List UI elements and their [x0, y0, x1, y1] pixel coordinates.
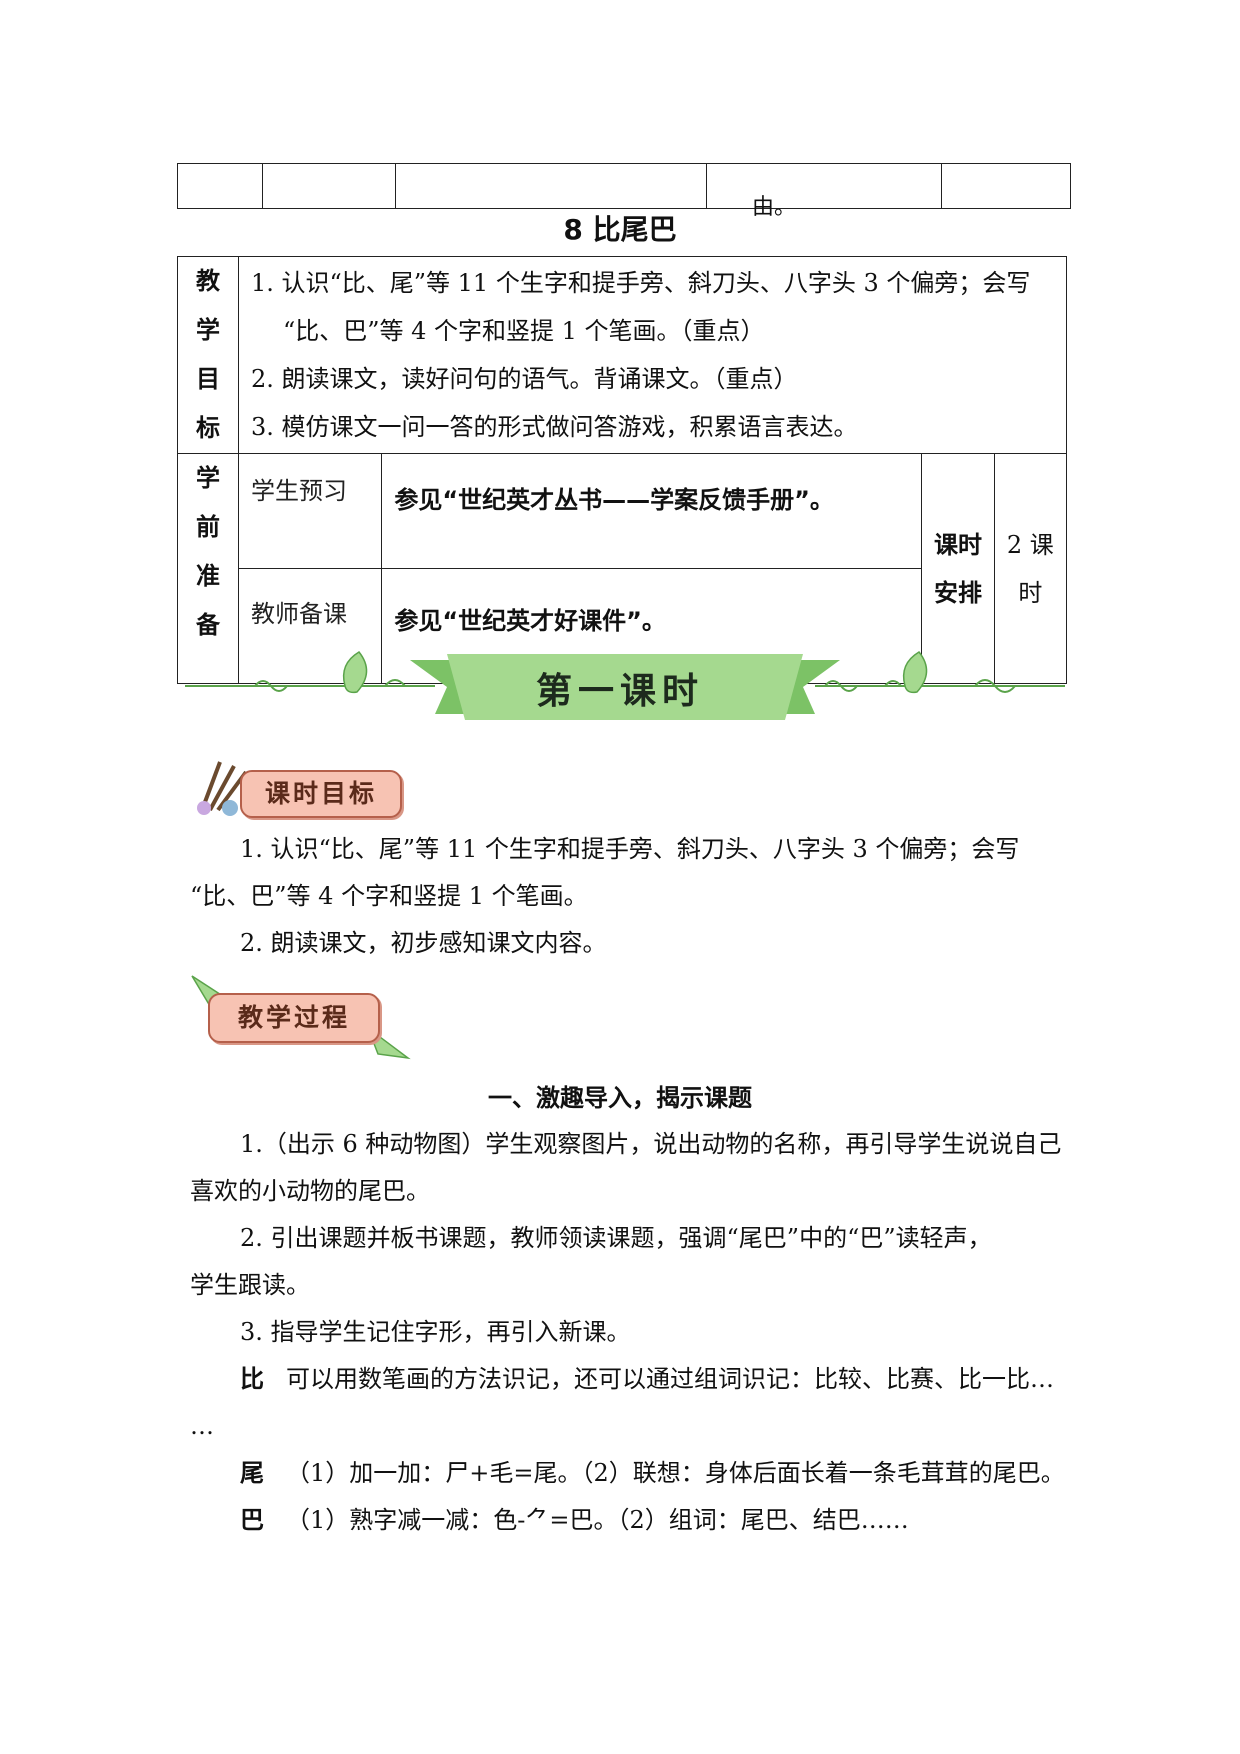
schedule-value-line: 时: [1018, 578, 1043, 607]
schedule-value: 2 课 时: [993, 453, 1068, 684]
banner-title: 第一课时: [535, 671, 704, 712]
character-key: 尾: [240, 1459, 264, 1487]
label-char: 目: [195, 365, 220, 393]
previous-lesson-table-fragment: [177, 163, 1071, 209]
goal-line: 2. 朗读课文，初步感知课文内容。: [240, 929, 607, 957]
character-key: 巴: [240, 1506, 264, 1534]
label-char: 前: [195, 513, 220, 541]
label-char: 教: [195, 267, 220, 295]
schedule-value-line: 2 课: [1006, 530, 1054, 559]
label-char: 准: [195, 562, 220, 590]
ribbon-body: [447, 654, 803, 720]
student-preview-label: 学生预习: [237, 453, 383, 569]
vine-right-icon: [815, 679, 1065, 693]
leaf-left-icon: [342, 651, 368, 694]
lesson-banner: [185, 651, 1065, 720]
leaf-right-icon: [902, 651, 928, 694]
objectives-label: 教 学 目 标: [177, 256, 239, 454]
schedule-label: 课时 安排: [921, 453, 995, 684]
schedule-label-line: 安排: [934, 578, 983, 607]
teacher-prep-label: 教师备课: [237, 568, 383, 684]
lesson-title: 8 比尾巴: [563, 213, 677, 246]
objective-line: 3. 模仿课文一问一答的形式做问答游戏，积累语言表达。: [250, 413, 858, 441]
goal-line: “比、巴”等 4 个字和竖提 1 个笔画。: [190, 882, 588, 910]
character-note: 巴 （1）熟字减一减：色-⺈=巴。（2）组词：尾巴、结巴……: [240, 1497, 909, 1544]
label-char: 学: [195, 316, 220, 344]
schedule-label-line: 课时: [934, 530, 983, 559]
preparation-label: 学 前 准 备: [177, 453, 239, 684]
objectives-content: 1. 认识“比、尾”等 11 个生字和提手旁、斜刀头、八字头 3 个偏旁；会写 …: [237, 256, 1068, 454]
label-char: 学: [195, 464, 220, 492]
character-note: 尾 （1）加一加：尸+毛=尾。（2）联想：身体后面长着一条毛茸茸的尾巴。: [240, 1450, 1065, 1497]
preparation-row-student: 学 前 准 备 学生预习 参见“世纪英才丛书——学案反馈手册”。 课时 安排 2…: [177, 453, 1068, 684]
label-char: 标: [195, 414, 220, 442]
table-cell: [262, 163, 396, 209]
process-paragraph: 喜欢的小动物的尾巴。: [190, 1177, 430, 1205]
section-badge-teaching-process: 教学过程: [208, 993, 380, 1043]
objective-line: 1. 认识“比、尾”等 11 个生字和提手旁、斜刀头、八字头 3 个偏旁；会写: [250, 269, 1031, 297]
objectives-row: 教 学 目 标 1. 认识“比、尾”等 11 个生字和提手旁、斜刀头、八字头 3…: [177, 256, 1068, 454]
character-note: 比可以用数笔画的方法识记，还可以通过组词识记：比较、比赛、比一比…: [240, 1356, 1054, 1403]
character-note-text: （1）加一加：尸+毛=尾。（2）联想：身体后面长着一条毛茸茸的尾巴。: [286, 1459, 1065, 1487]
label-char: 备: [195, 611, 220, 639]
character-key: 比: [240, 1365, 264, 1393]
student-preview-content: 参见“世纪英才丛书——学案反馈手册”。: [381, 453, 923, 569]
table-cell: [177, 163, 263, 209]
objective-line: “比、巴”等 4 个字和竖提 1 个笔画。（重点）: [282, 317, 765, 345]
character-note-text: （1）熟字减一减：色-⺈=巴。（2）组词：尾巴、结巴……: [286, 1506, 909, 1534]
character-note-text: 可以用数笔画的方法识记，还可以通过组词识记：比较、比赛、比一比…: [286, 1365, 1054, 1393]
goal-line: 1. 认识“比、尾”等 11 个生字和提手旁、斜刀头、八字头 3 个偏旁；会写: [240, 835, 1020, 863]
process-paragraph: 学生跟读。: [190, 1271, 310, 1299]
fragment-cell-text: 由。: [752, 195, 797, 220]
character-note-continuation: …: [190, 1412, 214, 1440]
vine-left-icon: [185, 679, 435, 692]
process-paragraph: 2. 引出课题并板书课题，教师领读课题，强调“尾巴”中的“巴”读轻声，: [240, 1224, 992, 1252]
table-cell: [706, 163, 942, 209]
table-cell: [941, 163, 1071, 209]
section-heading: 一、激趣导入，揭示课题: [488, 1084, 752, 1112]
process-paragraph: 3. 指导学生记住字形，再引入新课。: [240, 1318, 631, 1346]
table-cell: [395, 163, 707, 209]
lesson-plan-table: 教 学 目 标 1. 认识“比、尾”等 11 个生字和提手旁、斜刀头、八字头 3…: [177, 256, 1068, 684]
objective-line: 2. 朗读课文，读好问句的语气。背诵课文。（重点）: [250, 365, 798, 393]
process-paragraph: 1.（出示 6 种动物图）学生观察图片，说出动物的名称，再引导学生说说自己: [240, 1130, 1062, 1158]
section-badge-lesson-goals: 课时目标: [240, 770, 402, 818]
